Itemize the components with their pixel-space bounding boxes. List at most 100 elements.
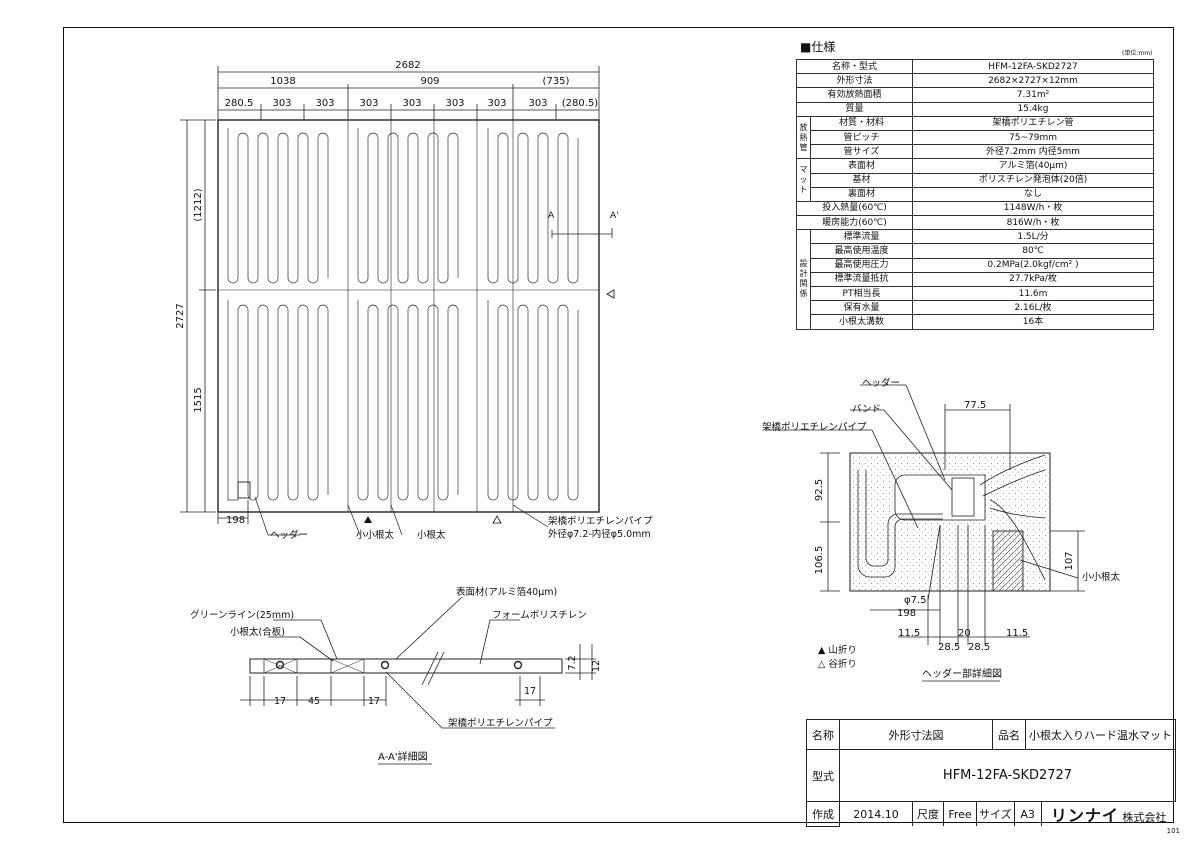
spec-value: 外径7.2mm 内径5mm — [912, 144, 1154, 160]
sheet-number: 101 — [1166, 827, 1180, 835]
header-detail-title: ヘッダー部詳細図 — [922, 667, 1002, 680]
spec-value: ポリスチレン発泡体(20倍) — [912, 172, 1154, 188]
section-dim-17b: 17 — [368, 696, 380, 707]
title-block: 名称 外形寸法図 品名 小根太入りハード温水マット 型式 HFM-12FA-SK… — [806, 719, 1176, 827]
spec-label: 名称・型式 — [795, 58, 914, 75]
dim-pitch-1: 280.5 — [225, 98, 254, 109]
spec-unit-note: (単位:mm) — [1122, 50, 1153, 57]
spec-group-design: 設計関係 — [796, 229, 811, 330]
dim-pitch-3: 303 — [315, 98, 334, 109]
spec-value: 7.31m² — [912, 87, 1154, 103]
spec-value: 架橋ポリエチレン管 — [912, 115, 1154, 131]
spec-group-pipe: 放熱管 — [796, 115, 811, 160]
maker-suffix: 株式会社 — [1122, 811, 1167, 824]
maker-logo: リンナイ — [1050, 806, 1119, 825]
tb-scale-value: Free — [943, 802, 977, 826]
dim-pitch-4: 303 — [359, 98, 378, 109]
spec-label: 外形寸法 — [795, 73, 914, 89]
spec-label: 保有水量 — [809, 300, 914, 316]
section-mark-a2: A' — [610, 211, 619, 221]
header-detail-view: ヘッダー バンド 架橋ポリエチレンパイプ 小小根太 77.5 92.5 106.… — [762, 377, 1121, 682]
spec-row: 基材ポリスチレン発泡体(20倍) — [797, 172, 1154, 188]
dim-1038: 1038 — [270, 76, 295, 87]
dim-pitch-6: 303 — [445, 98, 464, 109]
hd-dim-925: 92.5 — [814, 479, 825, 501]
spec-value: 80℃ — [912, 243, 1154, 259]
spec-label: 表面材 — [809, 158, 914, 174]
hd-dim-115b: 11.5 — [1006, 628, 1028, 639]
spec-label: 裏面材 — [809, 186, 914, 202]
section-mark-a: A — [548, 211, 555, 221]
spec-row: 投入熱量(60℃)1148W/h・枚 — [795, 200, 1154, 217]
dim-pitch-7: 303 — [487, 98, 506, 109]
spec-value: HFM-12FA-SKD2727 — [912, 58, 1154, 75]
spec-value: 816W/h・枚 — [912, 215, 1154, 231]
hd-dim-775: 77.5 — [964, 400, 986, 411]
hd-dim-20: 20 — [958, 628, 971, 639]
spec-value: アルミ箔(40μm) — [912, 158, 1154, 174]
hd-dim-198: 198 — [897, 608, 916, 619]
spec-value: 11.6m — [912, 285, 1154, 302]
section-dim-17c: 17 — [524, 686, 536, 697]
valley-fold-mark-side — [606, 289, 615, 299]
dim-909: 909 — [420, 76, 439, 87]
dim-1515: 1515 — [193, 387, 204, 412]
spec-label: 管ピッチ — [809, 129, 914, 146]
hd-label-small-joist: 小小根太 — [1082, 571, 1121, 583]
hd-dim-107: 107 — [1064, 551, 1075, 570]
spec-label: 標準流量抵抗 — [809, 271, 914, 288]
label-joist: 小根太 — [417, 529, 446, 541]
spec-label: 最高使用温度 — [809, 243, 914, 259]
hd-label-pipe: 架橋ポリエチレンパイプ — [762, 421, 867, 433]
dim-pitch-2: 303 — [272, 98, 291, 109]
tb-size-value: A3 — [1014, 802, 1042, 826]
spec-value: 2.16L/枚 — [912, 300, 1154, 316]
spec-value: 0.2MPa(2.0kgf/cm² ) — [912, 257, 1154, 273]
spec-label: 管サイズ — [809, 144, 914, 160]
spec-label: 基材 — [809, 172, 914, 188]
spec-row: 裏面材なし — [797, 186, 1154, 202]
label-pipe: 架橋ポリエチレンパイプ — [548, 515, 653, 527]
spec-label: PT相当長 — [809, 285, 914, 302]
tb-model-value: HFM-12FA-SKD2727 — [839, 749, 1176, 802]
valley-fold-mark — [492, 515, 502, 524]
spec-label: 標準流量 — [809, 229, 914, 245]
dim-pitch-5: 303 — [402, 98, 421, 109]
hd-dim-115a: 11.5 — [898, 628, 920, 639]
hd-dim-1065: 106.5 — [814, 546, 825, 575]
section-dim-17a: 17 — [274, 696, 286, 707]
mountain-fold-mark — [364, 516, 372, 523]
section-label-joist: 小根太(合板) — [230, 626, 285, 638]
tb-size-label: サイズ — [976, 802, 1015, 826]
legend-valley-fold: △ 谷折り — [818, 658, 857, 670]
hd-label-header: ヘッダー — [862, 377, 900, 389]
section-label-foam: フォームポリスチレン — [492, 610, 587, 621]
spec-group-mat: マット — [796, 158, 811, 202]
spec-label: 最高使用圧力 — [809, 257, 914, 273]
section-label-pipe: 架橋ポリエチレンパイプ — [448, 717, 553, 729]
legend-mountain-fold: ▲ 山折り — [818, 644, 857, 656]
hd-label-band: バンド — [852, 404, 881, 415]
dim-1212: (1212) — [193, 188, 204, 221]
tb-name-label: 名称 — [806, 719, 840, 750]
tb-product-value: 小根太入りハード温水マット — [1025, 719, 1176, 750]
tb-product-label: 品名 — [992, 719, 1026, 750]
spec-label: 暖房能力(60℃) — [795, 215, 914, 231]
spec-label: 質量 — [795, 101, 914, 117]
spec-row: 暖房能力(60℃)816W/h・枚 — [795, 215, 1154, 231]
tb-name-value: 外形寸法図 — [839, 719, 993, 750]
spec-value: 16本 — [912, 314, 1154, 330]
label-header: ヘッダー — [270, 529, 308, 541]
section-label-surface: 表面材(アルミ箔40μm) — [456, 586, 557, 598]
hd-dim-285a: 28.5 — [938, 642, 960, 653]
tb-scale-label: 尺度 — [912, 802, 944, 826]
section-title: A-A'詳細図 — [378, 750, 428, 763]
